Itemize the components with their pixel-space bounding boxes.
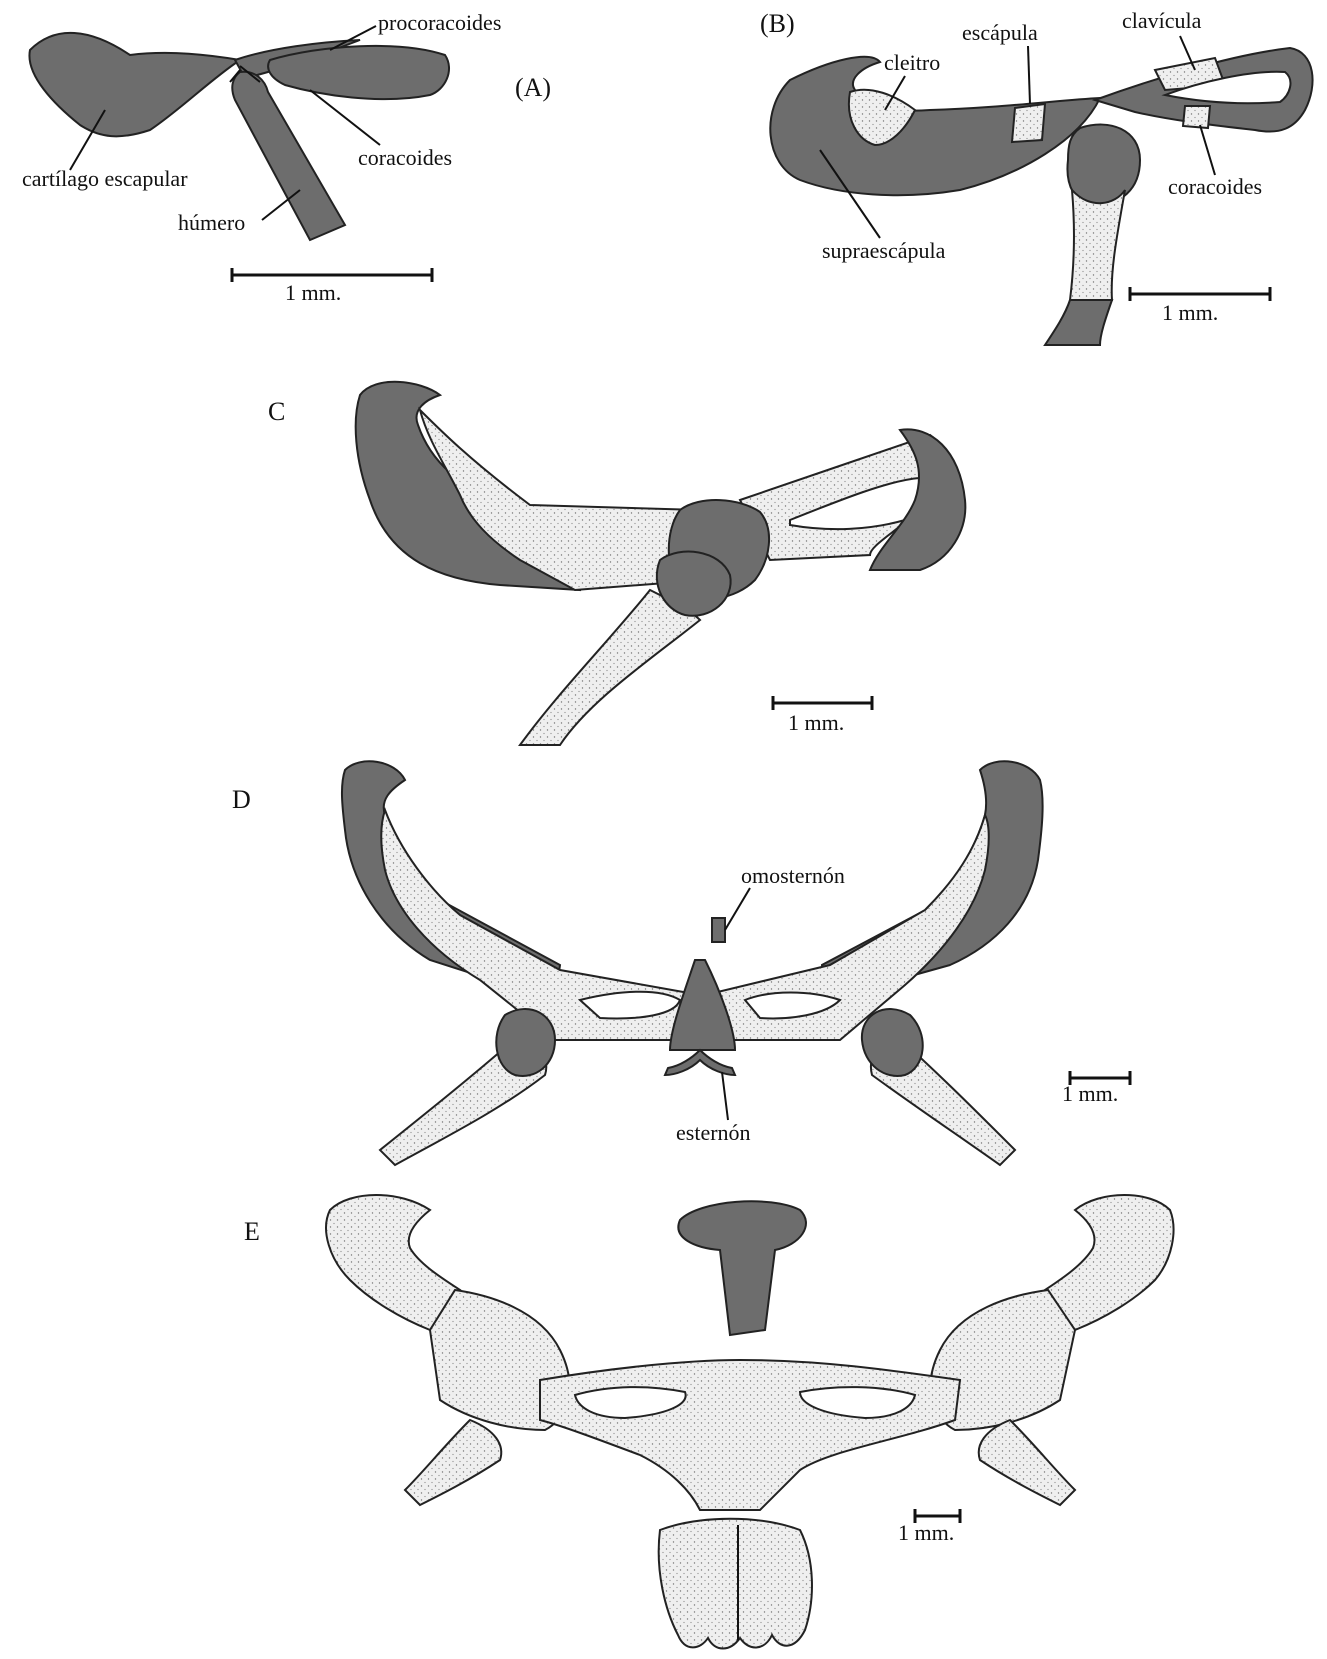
panel-c-letter: C (268, 397, 285, 426)
panel-a-scale-label: 1 mm. (285, 280, 341, 305)
panel-b-humerus-shaft (1070, 190, 1125, 300)
panel-d: D omosternón esternón 1 mm. (232, 761, 1130, 1165)
label-clavicula: clavícula (1122, 8, 1202, 33)
panel-b-scapula (1012, 104, 1045, 142)
leader-escapula (1028, 46, 1030, 104)
label-omosternon: omosternón (741, 863, 845, 888)
panel-e-scale-label: 1 mm. (898, 1520, 954, 1545)
panel-c-scale-label: 1 mm. (788, 710, 844, 735)
panel-a: (A) procoracoides cartílago escapular co… (22, 10, 551, 305)
panel-c-humerus-head (657, 552, 731, 616)
panel-a-humerus (232, 72, 345, 240)
panel-e-omosternum (678, 1201, 806, 1335)
panel-b-coracoid-light (1183, 106, 1210, 128)
leader-esternon (722, 1072, 728, 1120)
label-humero: húmero (178, 210, 245, 235)
panel-b-scale-bar (1130, 287, 1270, 301)
label-esternon: esternón (676, 1120, 751, 1145)
label-supraescapula: supraescápula (822, 238, 946, 263)
panel-c-scale-bar (773, 696, 872, 710)
panel-b-humerus-head (1067, 125, 1140, 205)
label-coracoides-a: coracoides (358, 145, 452, 170)
panel-b: (B) escápula clavícula cleitro coracoide… (760, 8, 1313, 345)
panel-c: C 1 mm. (268, 382, 965, 745)
panel-e-right-suprascapula (1045, 1195, 1174, 1330)
panel-b-scale-label: 1 mm. (1162, 300, 1218, 325)
panel-e-left-suprascapula (326, 1195, 460, 1330)
panel-a-coracoid (268, 46, 449, 99)
leader-coracoides-b (1200, 125, 1215, 175)
panel-e-sternum (659, 1519, 812, 1649)
label-escapula: escápula (962, 20, 1038, 45)
panel-d-scale-label: 1 mm. (1062, 1081, 1118, 1106)
panel-c-humerus (520, 590, 700, 745)
panel-d-left-humerus-head (496, 1009, 555, 1076)
panel-e: E 1 mm. (244, 1195, 1174, 1649)
panel-e-right-humerus (979, 1420, 1075, 1505)
panel-e-letter: E (244, 1217, 260, 1246)
panel-d-sternum (665, 1050, 735, 1075)
label-coracoides-b: coracoides (1168, 174, 1262, 199)
panel-e-left-humerus (405, 1420, 501, 1505)
panel-b-letter: (B) (760, 9, 795, 38)
leader-omosternon (725, 888, 750, 930)
panel-d-letter: D (232, 785, 251, 814)
label-procoracoides: procoracoides (378, 10, 501, 35)
panel-e-coracoids (540, 1360, 960, 1510)
panel-d-right-bone (705, 815, 989, 1040)
panel-d-epicoracoid (670, 960, 735, 1050)
panel-a-scapular-cartilage (29, 33, 240, 136)
panel-a-letter: (A) (515, 73, 551, 102)
label-cartilago-escapular: cartílago escapular (22, 166, 188, 191)
label-cleitro: cleitro (884, 50, 940, 75)
panel-b-humerus-distal (1045, 300, 1112, 345)
panel-d-omosternum (712, 918, 725, 942)
panel-b-suprascapula (770, 57, 1100, 195)
